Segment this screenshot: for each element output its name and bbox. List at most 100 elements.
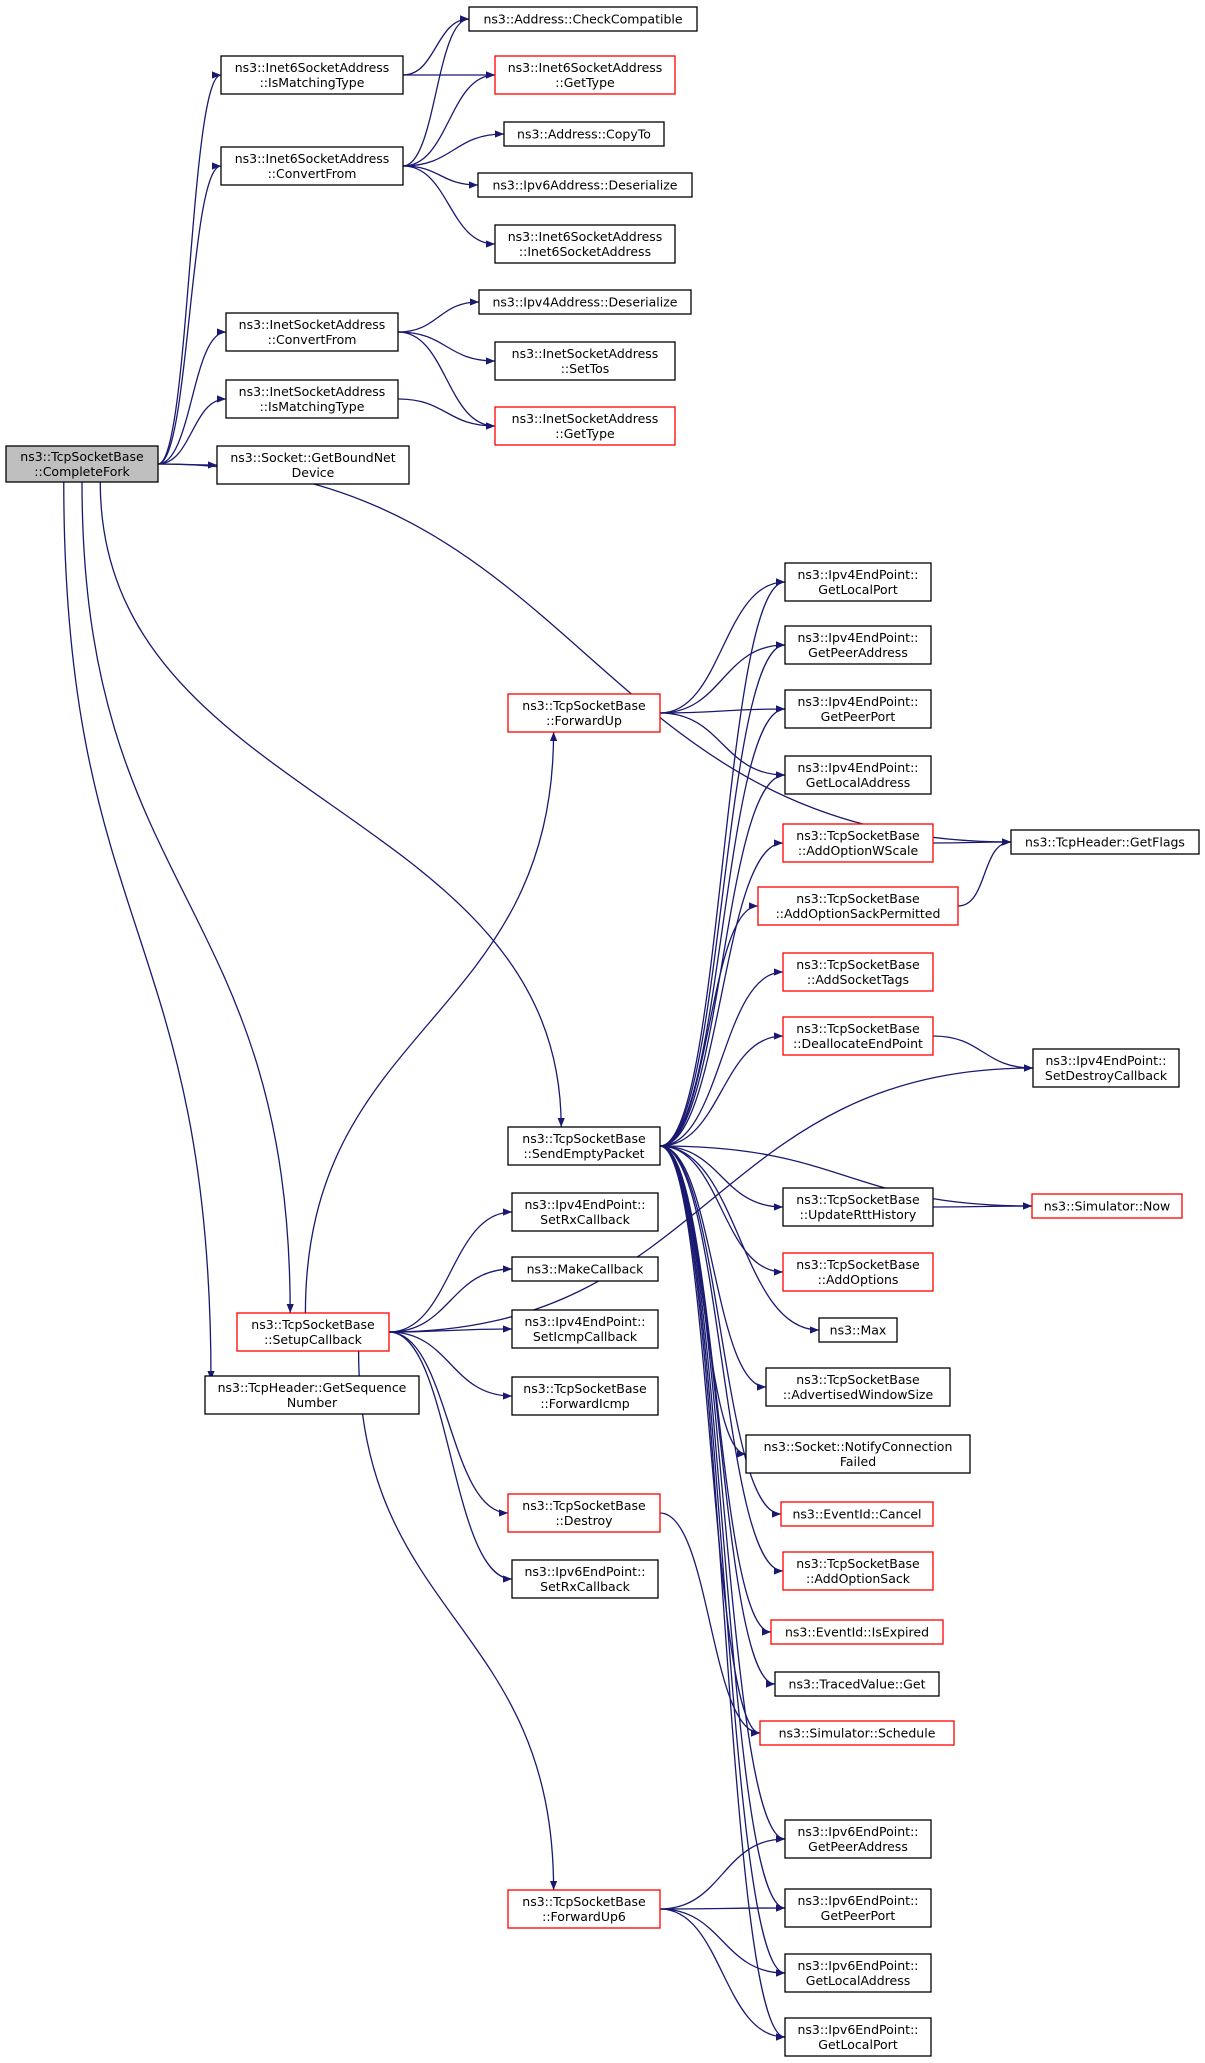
node-dealloc-ep[interactable]: ns3::TcpSocketBase::DeallocateEndPoint bbox=[782, 1016, 934, 1056]
node-addr-check[interactable]: ns3::Address::CheckCompatible bbox=[468, 6, 698, 32]
node-makecallback[interactable]: ns3::MakeCallback bbox=[511, 1256, 659, 1282]
node-ev-isexpired[interactable]: ns3::EventId::IsExpired bbox=[770, 1619, 944, 1645]
edge-sendempty-to-ep4-localaddr bbox=[659, 771, 786, 1147]
node-label: ns3::TcpSocketBase bbox=[796, 1257, 920, 1272]
node-box bbox=[784, 1888, 932, 1928]
edge-addopt-wscale-to-tcph-getflags bbox=[932, 838, 1012, 846]
node-box bbox=[494, 224, 676, 264]
node-label: ns3::TcpSocketBase bbox=[796, 828, 920, 843]
node-ep4-setrx[interactable]: ns3::Ipv4EndPoint::SetRxCallback bbox=[511, 1192, 659, 1232]
edge-sendempty-to-ev-isexpired bbox=[659, 1145, 772, 1636]
edge-root-to-tcph-getseq bbox=[63, 481, 215, 1381]
node-box bbox=[478, 289, 692, 315]
node-updatertt[interactable]: ns3::TcpSocketBase::UpdateRttHistory bbox=[782, 1187, 934, 1227]
edge-i6-ismatch-to-addr-check bbox=[402, 15, 470, 76]
node-addopt-wscale[interactable]: ns3::TcpSocketBase::AddOptionWScale bbox=[782, 823, 934, 863]
edge-root-to-tcph-getflags bbox=[157, 463, 1012, 846]
node-box bbox=[780, 1501, 934, 1527]
node-box bbox=[757, 886, 959, 926]
node-box bbox=[818, 1317, 898, 1343]
edge-sendempty-to-ep4-peerport bbox=[659, 705, 786, 1147]
node-box bbox=[511, 1256, 659, 1282]
edge-sendempty-to-ev-cancel bbox=[659, 1145, 782, 1518]
node-ep4-peeraddr[interactable]: ns3::Ipv4EndPoint::GetPeerAddress bbox=[784, 625, 932, 665]
node-addopt-sack[interactable]: ns3::TcpSocketBase::AddOptionSack bbox=[782, 1551, 934, 1591]
edge-i4-convert-to-ipv4-deser bbox=[397, 298, 480, 333]
node-ep4-seticmp[interactable]: ns3::Ipv4EndPoint::SetIcmpCallback bbox=[511, 1309, 659, 1349]
node-ipv4-deser[interactable]: ns3::Ipv4Address::Deserialize bbox=[478, 289, 692, 315]
node-addoptions[interactable]: ns3::TcpSocketBase::AddOptions bbox=[782, 1252, 934, 1292]
node-label: ::IsMatchingType bbox=[260, 399, 365, 414]
edge-root-to-i4-convert bbox=[157, 328, 227, 465]
node-box bbox=[503, 121, 665, 147]
edge-dealloc-ep-to-ep4-setdestroy bbox=[932, 1035, 1034, 1072]
node-ipv6-deser[interactable]: ns3::Ipv6Address::Deserialize bbox=[477, 172, 693, 198]
node-i6-ctor[interactable]: ns3::Inet6SocketAddress::Inet6SocketAddr… bbox=[494, 224, 676, 264]
node-box bbox=[774, 1671, 940, 1697]
node-label: ::CompleteFork bbox=[34, 464, 130, 479]
node-label: ns3::InetSocketAddress bbox=[239, 317, 386, 332]
node-label: ns3::Simulator::Schedule bbox=[779, 1726, 936, 1741]
node-i6-gettype[interactable]: ns3::Inet6SocketAddress::GetType bbox=[494, 55, 676, 95]
node-ep6-localaddr[interactable]: ns3::Ipv6EndPoint::GetLocalAddress bbox=[784, 1953, 932, 1993]
node-ep4-setdestroy[interactable]: ns3::Ipv4EndPoint::SetDestroyCallback bbox=[1032, 1048, 1180, 1088]
node-ep4-localport[interactable]: ns3::Ipv4EndPoint::GetLocalPort bbox=[784, 562, 932, 602]
edge-sendempty-to-addopt-sack bbox=[659, 1145, 784, 1575]
node-box bbox=[494, 55, 676, 95]
node-ep6-setrx[interactable]: ns3::Ipv6EndPoint::SetRxCallback bbox=[511, 1559, 659, 1599]
node-i4-convert[interactable]: ns3::InetSocketAddress::ConvertFrom bbox=[225, 312, 399, 352]
node-tv-get[interactable]: ns3::TracedValue::Get bbox=[774, 1671, 940, 1697]
node-setupcallback[interactable]: ns3::TcpSocketBase::SetupCallback bbox=[236, 1312, 390, 1352]
node-label: ns3::TcpSocketBase bbox=[20, 449, 144, 464]
node-tcph-getflags[interactable]: ns3::TcpHeader::GetFlags bbox=[1010, 829, 1200, 855]
node-box bbox=[784, 1819, 932, 1859]
node-label: GetLocalPort bbox=[818, 582, 898, 597]
node-box bbox=[220, 55, 404, 95]
node-ev-cancel[interactable]: ns3::EventId::Cancel bbox=[780, 1501, 934, 1527]
node-box bbox=[511, 1309, 659, 1349]
node-label: ns3::MakeCallback bbox=[527, 1262, 645, 1277]
node-forwardicmp[interactable]: ns3::TcpSocketBase::ForwardIcmp bbox=[511, 1376, 659, 1416]
node-ep4-peerport[interactable]: ns3::Ipv4EndPoint::GetPeerPort bbox=[784, 689, 932, 729]
node-ep6-localport[interactable]: ns3::Ipv6EndPoint::GetLocalPort bbox=[784, 2017, 932, 2057]
node-label: ns3::Ipv4EndPoint:: bbox=[525, 1197, 646, 1212]
node-forwardup[interactable]: ns3::TcpSocketBase::ForwardUp bbox=[507, 693, 661, 733]
edge-i6-convert-to-i6-ctor bbox=[402, 165, 496, 248]
node-addsockettags[interactable]: ns3::TcpSocketBase::AddSocketTags bbox=[782, 952, 934, 992]
node-destroy[interactable]: ns3::TcpSocketBase::Destroy bbox=[507, 1493, 661, 1533]
node-sim-now[interactable]: ns3::Simulator::Now bbox=[1031, 1193, 1183, 1219]
edge-sendempty-to-ep6-localport bbox=[659, 1145, 786, 2041]
node-box bbox=[782, 1551, 934, 1591]
node-advwin[interactable]: ns3::TcpSocketBase::AdvertisedWindowSize bbox=[765, 1367, 951, 1407]
node-label: SetRxCallback bbox=[540, 1579, 630, 1594]
node-i4-settos[interactable]: ns3::InetSocketAddress::SetTos bbox=[494, 341, 676, 381]
node-max[interactable]: ns3::Max bbox=[818, 1317, 898, 1343]
node-label: ::Destroy bbox=[555, 1513, 613, 1528]
node-sendempty[interactable]: ns3::TcpSocketBase::SendEmptyPacket bbox=[507, 1126, 661, 1166]
node-ep4-localaddr[interactable]: ns3::Ipv4EndPoint::GetLocalAddress bbox=[784, 755, 932, 795]
node-box bbox=[507, 1493, 661, 1533]
node-i6-convert[interactable]: ns3::Inet6SocketAddress::ConvertFrom bbox=[220, 146, 404, 186]
node-ep6-peerport[interactable]: ns3::Ipv6EndPoint::GetPeerPort bbox=[784, 1888, 932, 1928]
node-label: ns3::TcpSocketBase bbox=[796, 1192, 920, 1207]
node-box bbox=[782, 1016, 934, 1056]
edge-forwardup-to-ep4-localport bbox=[659, 578, 786, 714]
node-addopt-sackperm[interactable]: ns3::TcpSocketBase::AddOptionSackPermitt… bbox=[757, 886, 959, 926]
node-addr-copyto[interactable]: ns3::Address::CopyTo bbox=[503, 121, 665, 147]
node-root[interactable]: ns3::TcpSocketBase::CompleteFork bbox=[5, 445, 159, 483]
node-i4-ismatch[interactable]: ns3::InetSocketAddress::IsMatchingType bbox=[225, 379, 399, 419]
node-box bbox=[782, 1252, 934, 1292]
node-box bbox=[220, 146, 404, 186]
edge-i6-convert-to-i6-gettype bbox=[402, 71, 496, 167]
node-ep6-peeraddr[interactable]: ns3::Ipv6EndPoint::GetPeerAddress bbox=[784, 1819, 932, 1859]
node-forwardup6[interactable]: ns3::TcpSocketBase::ForwardUp6 bbox=[507, 1889, 661, 1929]
node-label: ns3::TcpSocketBase bbox=[251, 1317, 375, 1332]
edge-forwardup6-to-ep6-localport bbox=[659, 1908, 786, 2041]
node-i6-ismatch[interactable]: ns3::Inet6SocketAddress::IsMatchingType bbox=[220, 55, 404, 95]
node-box bbox=[745, 1434, 971, 1474]
node-i4-gettype[interactable]: ns3::InetSocketAddress::GetType bbox=[494, 406, 676, 446]
node-sim-schedule[interactable]: ns3::Simulator::Schedule bbox=[759, 1720, 955, 1746]
